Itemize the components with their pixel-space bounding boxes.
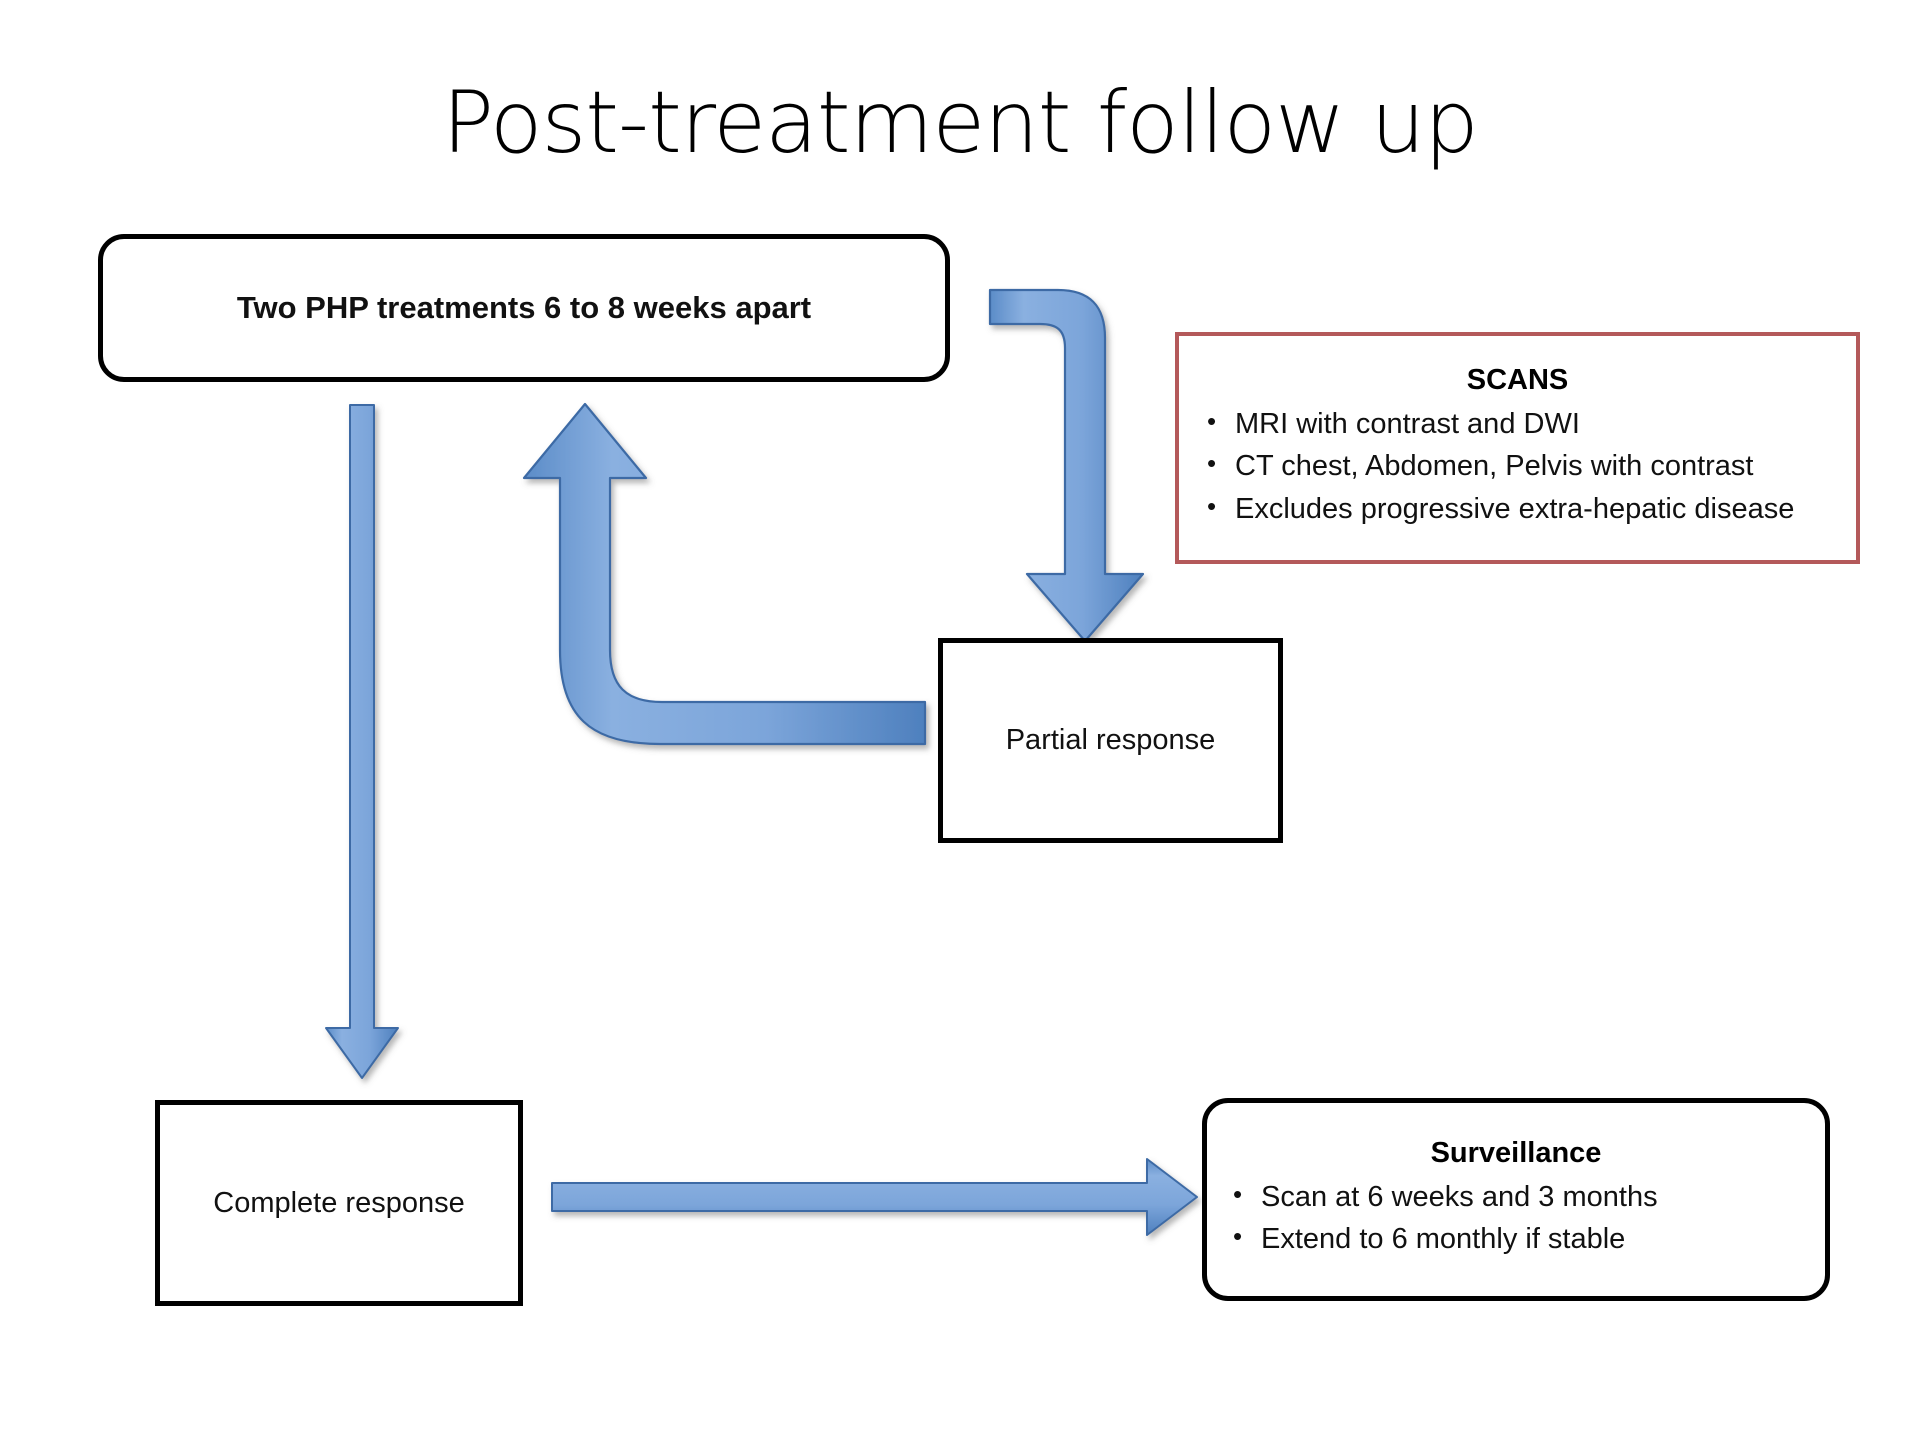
node-scans-bullet-list: MRI with contrast and DWI CT chest, Abdo… xyxy=(1189,401,1846,532)
arrow-right-icon xyxy=(551,1158,1198,1236)
node-php-treatments[interactable]: Two PHP treatments 6 to 8 weeks apart xyxy=(98,234,950,382)
page-title: Post-treatment follow up xyxy=(442,73,1479,173)
list-item: Excludes progressive extra-hepatic disea… xyxy=(1189,489,1846,528)
node-complete-response[interactable]: Complete response xyxy=(155,1100,523,1306)
node-surveillance-bullet-list: Scan at 6 weeks and 3 months Extend to 6… xyxy=(1215,1174,1817,1263)
list-item: Extend to 6 monthly if stable xyxy=(1215,1219,1817,1258)
list-item: MRI with contrast and DWI xyxy=(1189,404,1846,443)
elbow-arrow-left-up-icon xyxy=(522,402,927,746)
arrow-down-icon xyxy=(325,404,399,1079)
node-partial-response[interactable]: Partial response xyxy=(938,638,1283,843)
elbow-arrow-right-down-icon xyxy=(988,288,1145,643)
list-item: Scan at 6 weeks and 3 months xyxy=(1215,1177,1817,1216)
node-surveillance-heading: Surveillance xyxy=(1430,1136,1602,1169)
node-php-treatments-label: Two PHP treatments 6 to 8 weeks apart xyxy=(236,289,812,325)
node-surveillance[interactable]: Surveillance Scan at 6 weeks and 3 month… xyxy=(1202,1098,1830,1301)
node-scans-heading: SCANS xyxy=(1466,364,1569,397)
node-scans[interactable]: SCANS MRI with contrast and DWI CT chest… xyxy=(1175,332,1860,564)
node-complete-response-label: Complete response xyxy=(213,1186,465,1219)
node-partial-response-label: Partial response xyxy=(1005,724,1216,757)
list-item: CT chest, Abdomen, Pelvis with contrast xyxy=(1189,446,1846,485)
